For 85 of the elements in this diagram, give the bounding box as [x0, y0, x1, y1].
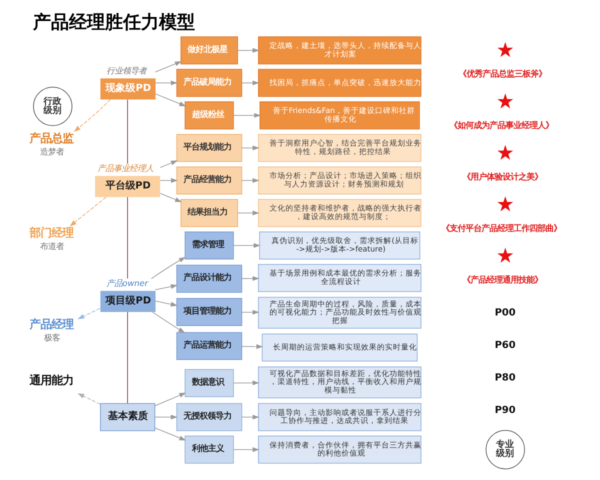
- node-box: 超级粉丝: [184, 101, 234, 130]
- node-box: 市场分析；产品设计；市场进入策略；组织与人力资源设计；财务预测和规划: [258, 166, 422, 194]
- node-box: 产品生命周期中的过程，风险，质量，成本的可视化能力；产品功能及时效性与价值观把握: [258, 296, 422, 329]
- arrow: [154, 61, 182, 72]
- arrow: [70, 196, 106, 226]
- connector: [127, 312, 128, 404]
- arrow: [150, 256, 186, 280]
- node-box: 文化的坚持者和维护者，战略的强大执行者，建设高效的规范与制度；: [258, 198, 422, 227]
- node-box: 做好北极星: [180, 36, 238, 64]
- node-box: 产品破局能力: [176, 68, 242, 97]
- arrow: [78, 308, 100, 320]
- arrow: [160, 178, 178, 183]
- node-box: 需求管理: [184, 232, 234, 260]
- node-label: 极客: [44, 332, 60, 343]
- node-box: 平台级PD: [95, 176, 160, 198]
- node-text: 产品总监: [30, 130, 74, 145]
- arrow: [242, 146, 260, 150]
- node-label: 布道者: [40, 241, 64, 252]
- arrow: [242, 414, 260, 420]
- node-box: 长周期的运营策略和实现效果的实时量化: [262, 334, 418, 362]
- node-box: 项目管理能力: [176, 298, 242, 326]
- connector: [127, 196, 128, 279]
- label: 《产品经理通用技能》: [462, 274, 543, 284]
- node-box: 可视化产品数据和目标差距，优化功能特性，渠道特性，用户动线，平衡收入和用户规模与黏性: [258, 366, 422, 398]
- arrow: [78, 393, 101, 405]
- connector: [127, 99, 128, 164]
- arrow: [233, 380, 260, 386]
- arrow: [152, 312, 186, 333]
- node-box: 善于洞察用户心智，结合完善平台规划业务特性，规划路径，把控结果: [258, 134, 422, 162]
- node-box: 定战略，建土壤，选带头人，持续配备与人才计划案: [258, 36, 422, 64]
- arrow: [154, 93, 186, 106]
- arrow: [160, 160, 178, 168]
- node-box: 基本素质: [100, 403, 156, 432]
- arrow: [242, 310, 260, 315]
- label: 《优秀产品总监三板斧》: [458, 68, 546, 79]
- arrow: [233, 113, 262, 118]
- node-text: 产品经理: [30, 316, 74, 331]
- node-box: 保持消费者，合作伙伴，拥有平台三方共赢的利他价值观: [258, 436, 422, 464]
- arrow: [242, 276, 260, 281]
- label: 《用户体验设计之美》: [462, 172, 543, 182]
- arrow: [242, 80, 260, 86]
- label: P00: [494, 307, 516, 318]
- label: 《支付平台产品经理工作四部曲》: [441, 222, 562, 233]
- arrow: [237, 210, 260, 216]
- node-box: 产品运营能力: [176, 332, 242, 360]
- node-box: 问题导向，主动影响或者说服干系人进行分工协作与推进，达成共识，拿到结果: [258, 403, 422, 432]
- node-box: 善于Friends&Fan，善于建设口碑和社群传播文化: [260, 101, 420, 130]
- label: P90: [494, 404, 516, 416]
- arrow: [237, 48, 260, 53]
- node-box: 数据意识: [184, 369, 234, 398]
- node-box: 产品经营能力: [176, 166, 242, 194]
- arrow: [233, 447, 260, 452]
- node-label: 行业领导者: [106, 66, 146, 76]
- node-box: 项目级PD: [100, 290, 156, 312]
- node-box: 找困局，抓痛点，单点突破，迅速放大能力: [258, 68, 422, 97]
- arrow: [74, 99, 111, 132]
- node-text: 通用能力: [30, 372, 74, 387]
- node-text: 部门经理: [30, 225, 74, 240]
- arrow: [242, 178, 260, 183]
- node-label: 造梦者: [40, 146, 64, 157]
- node-box: 利他主义: [184, 436, 234, 464]
- node-box: 产品设计能力: [176, 264, 242, 293]
- arrow: [160, 193, 182, 202]
- node-box: 真伪识别，优先级取舍，需求拆解(从目标->规划->版本->feature): [259, 232, 420, 260]
- arrow: [154, 80, 178, 86]
- node-box: 基于场景用例和成本最优的需求分析；服务全流程设计: [258, 264, 422, 292]
- node-circle: 行政级别: [33, 86, 72, 126]
- node-box: 结果担当力: [180, 198, 238, 227]
- arrow: [154, 428, 186, 441]
- node-box: 现象级PD: [100, 78, 156, 100]
- arrow: [233, 243, 260, 248]
- arrow: [154, 392, 186, 406]
- node-box: 平台规划能力: [176, 134, 242, 162]
- arrow: [242, 344, 264, 349]
- arrow: [154, 414, 178, 420]
- label: 《如何成为产品事业经理人》: [450, 120, 554, 130]
- arrow: [154, 300, 178, 307]
- node-box: 无授权领导力: [176, 403, 242, 432]
- node-circle: 专业级别: [486, 430, 525, 470]
- node-label: 产品owner: [106, 278, 148, 288]
- label: P60: [494, 340, 516, 351]
- label: P80: [494, 372, 516, 384]
- arrow: [154, 284, 178, 290]
- diagram-title: 产品经理胜任力模型: [33, 12, 196, 33]
- node-label: 产品事业经理人: [98, 163, 154, 174]
